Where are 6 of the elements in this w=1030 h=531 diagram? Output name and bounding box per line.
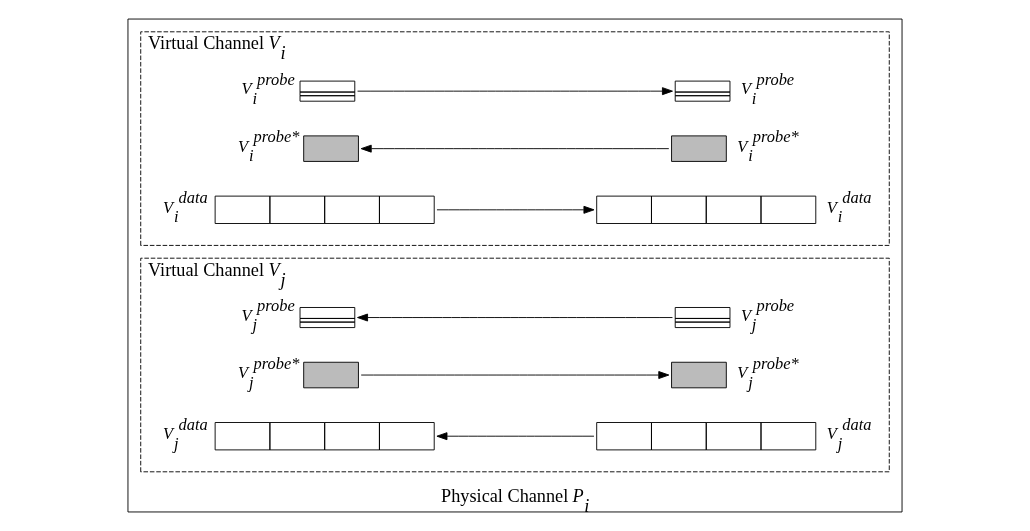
arrow: [360, 144, 670, 153]
arrow: [360, 371, 670, 379]
arrow: [357, 313, 673, 322]
arrow: [357, 87, 673, 96]
arrow: [436, 432, 595, 441]
arrow: [436, 205, 595, 214]
